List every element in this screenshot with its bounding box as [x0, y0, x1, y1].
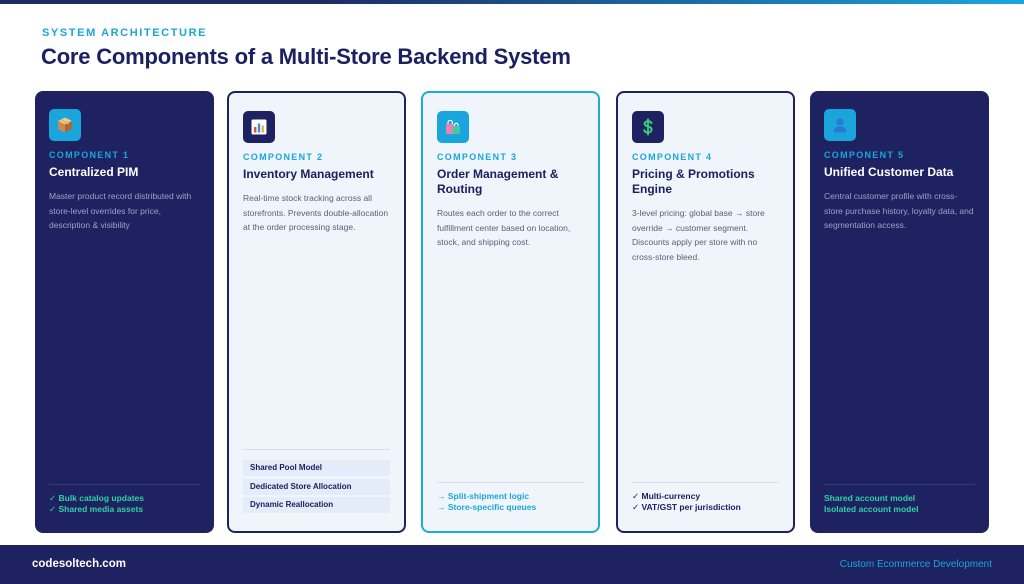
component-label: COMPONENT 5 — [824, 150, 905, 160]
component-card-inventory: COMPONENT 2 Inventory Management Real-ti… — [227, 91, 406, 533]
feature-item: → Split-shipment logic — [437, 491, 530, 501]
component-description: Master product record distributed with s… — [49, 191, 192, 230]
user-icon — [824, 109, 856, 141]
component-label: COMPONENT 3 — [437, 152, 518, 162]
component-features: → Split-shipment logic → Store-specific … — [437, 482, 584, 513]
component-label: COMPONENT 4 — [632, 152, 713, 162]
section-eyebrow: SYSTEM ARCHITECTURE — [42, 27, 208, 39]
footer-brand: codesoltech.com — [32, 558, 126, 570]
component-label: COMPONENT 1 — [49, 150, 130, 160]
component-title: Order Management & Routing — [437, 167, 559, 196]
package-icon — [49, 109, 81, 141]
feature-item: ✓ Multi-currency — [632, 491, 701, 501]
component-description: Central customer profile with cross-stor… — [824, 191, 974, 230]
inventory-model-pill: Dynamic Reallocation — [243, 497, 390, 513]
component-description: 3-level pricing: global base → store ove… — [632, 208, 765, 262]
component-description: Routes each order to the correct fulfill… — [437, 208, 571, 247]
feature-item: Shared account model — [824, 493, 916, 503]
component-title: Pricing & Promotions Engine — [632, 167, 755, 196]
component-features: ✓ Multi-currency ✓ VAT/GST per jurisdict… — [632, 482, 779, 513]
footer-tagline: Custom Ecommerce Development — [839, 559, 992, 570]
component-card-pim: COMPONENT 1 Centralized PIM Master produ… — [35, 91, 214, 533]
component-card-order-management: COMPONENT 3 Order Management & Routing R… — [421, 91, 600, 533]
top-accent-bar — [0, 0, 1024, 4]
component-title: Unified Customer Data — [824, 165, 954, 179]
component-title: Inventory Management — [243, 167, 374, 181]
dollar-sign-icon — [632, 111, 664, 143]
component-features: ✓ Bulk catalog updates ✓ Shared media as… — [49, 484, 200, 515]
page-title: Core Components of a Multi-Store Backend… — [41, 44, 571, 69]
inventory-model-pill: Shared Pool Model — [243, 460, 390, 476]
component-card-pricing: COMPONENT 4 Pricing & Promotions Engine … — [616, 91, 795, 533]
component-features: Shared Pool Model Dedicated Store Alloca… — [243, 448, 390, 513]
component-description: Real-time stock tracking across all stor… — [243, 193, 389, 232]
shopping-bags-icon — [437, 111, 469, 143]
bar-chart-icon — [243, 111, 275, 143]
footer-bar: codesoltech.com Custom Ecommerce Develop… — [0, 545, 1024, 584]
component-card-customer-data: COMPONENT 5 Unified Customer Data Centra… — [810, 91, 989, 533]
feature-item: Isolated account model — [824, 504, 919, 514]
feature-item: → Store-specific queues — [437, 502, 537, 512]
component-label: COMPONENT 2 — [243, 152, 324, 162]
component-title: Centralized PIM — [49, 165, 139, 179]
feature-item: ✓ VAT/GST per jurisdiction — [632, 502, 741, 512]
feature-item: ✓ Bulk catalog updates — [49, 493, 144, 503]
inventory-model-pill: Dedicated Store Allocation — [243, 478, 390, 495]
feature-item: ✓ Shared media assets — [49, 504, 144, 514]
component-features: Shared account model Isolated account mo… — [824, 484, 975, 515]
